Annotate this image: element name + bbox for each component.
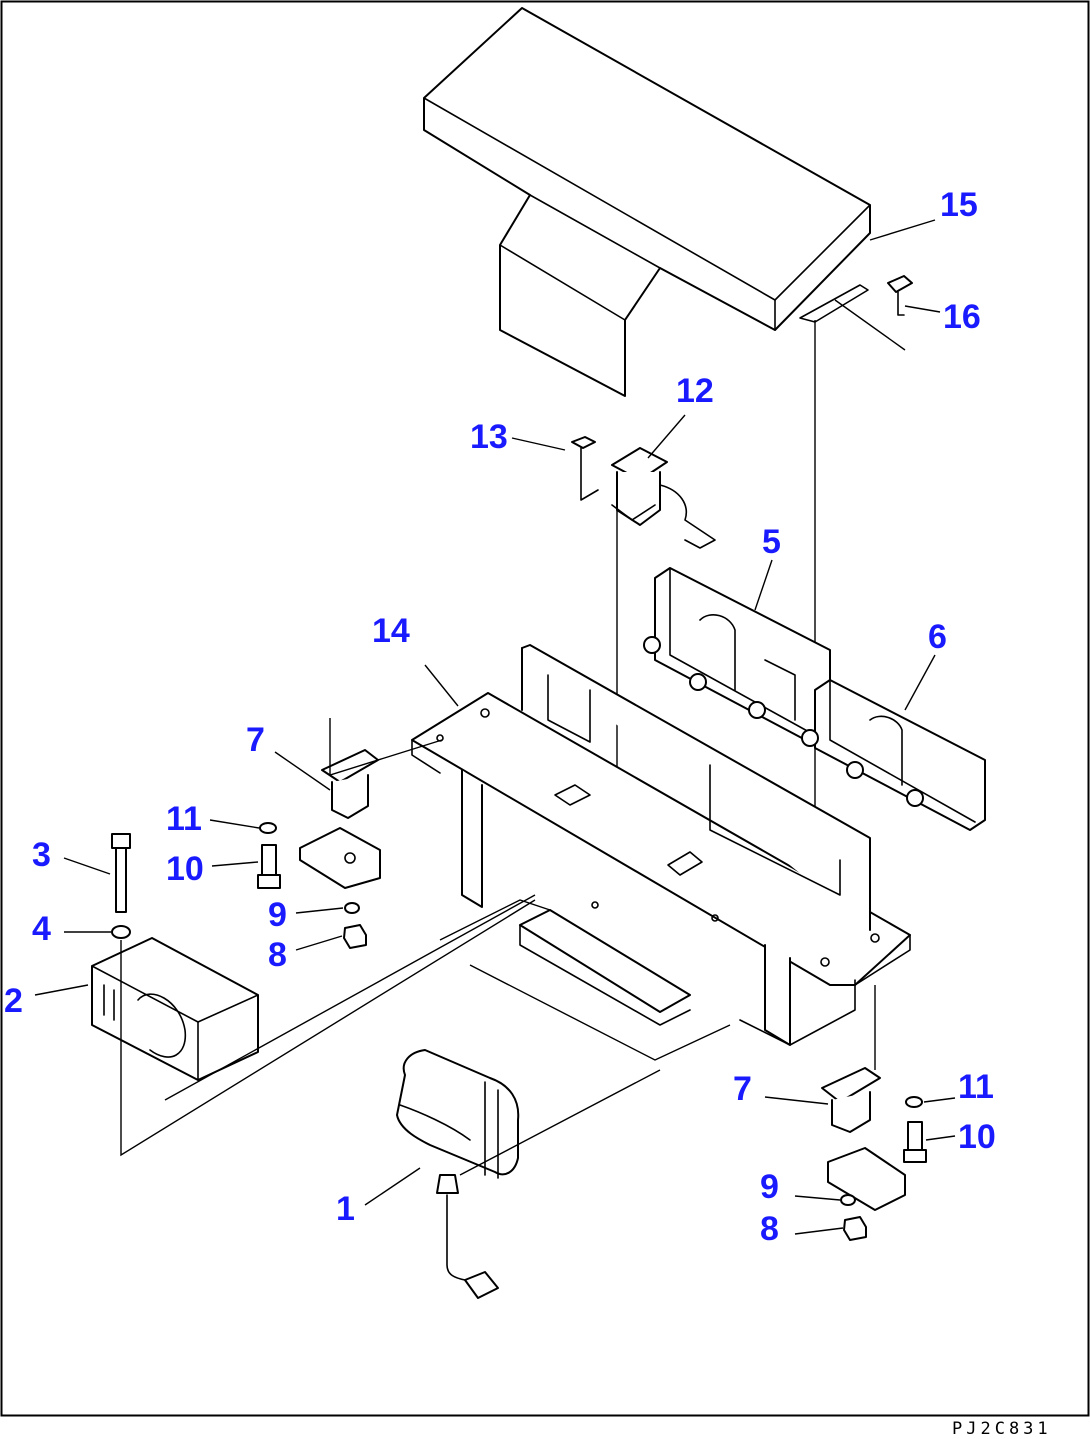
callout-leader-11b xyxy=(923,1097,956,1103)
leader xyxy=(439,899,551,941)
callout-leader-5 xyxy=(754,559,773,611)
callout-4: 4 xyxy=(32,910,51,948)
callout-leader-7b xyxy=(764,1096,829,1105)
callout-8-left: 8 xyxy=(268,936,287,974)
part-7-mount-right[interactable] xyxy=(821,1067,906,1211)
callout-7-left: 7 xyxy=(246,721,265,759)
callout-leader-9a xyxy=(295,907,344,914)
part-15-cover[interactable] xyxy=(423,7,871,397)
callout-1: 1 xyxy=(336,1190,355,1228)
callout-leader-2 xyxy=(34,984,89,996)
leader xyxy=(120,899,536,1157)
callout-leader-14 xyxy=(424,664,459,707)
callout-leader-7a xyxy=(274,751,331,791)
part-5-lamp-assembly[interactable] xyxy=(643,567,831,746)
callout-leader-3 xyxy=(63,857,111,875)
drawing-code: PJ2C831 xyxy=(952,1419,1052,1439)
callout-leader-10a xyxy=(211,861,259,867)
callout-11-left: 11 xyxy=(166,800,202,838)
leader xyxy=(459,1069,661,1176)
part-9-washer-left[interactable] xyxy=(344,902,360,914)
callout-5: 5 xyxy=(762,523,781,561)
part-12-solenoid[interactable] xyxy=(611,447,716,549)
callout-leader-11a xyxy=(209,819,260,829)
callout-10-left: 10 xyxy=(166,850,204,888)
callout-leader-8a xyxy=(295,935,343,951)
callout-leader-16 xyxy=(904,305,941,313)
callout-12: 12 xyxy=(676,372,714,410)
callout-16: 16 xyxy=(943,298,981,336)
callout-8-right: 8 xyxy=(760,1210,779,1248)
part-11-washer-right[interactable] xyxy=(905,1096,923,1108)
callout-9-left: 9 xyxy=(268,896,287,934)
part-16-bolt[interactable] xyxy=(887,275,913,316)
part-6-lamp-assembly[interactable] xyxy=(801,679,986,831)
callout-10-right: 10 xyxy=(958,1118,996,1156)
callout-leader-13 xyxy=(511,437,566,451)
callout-leader-9b xyxy=(794,1195,841,1201)
callout-15: 15 xyxy=(940,186,978,224)
callout-9-right: 9 xyxy=(760,1168,779,1206)
part-8-nut-left[interactable] xyxy=(343,924,367,949)
part-10-bolt-right[interactable] xyxy=(903,1121,927,1163)
part-14-bracket[interactable] xyxy=(411,644,911,1046)
callout-3: 3 xyxy=(32,836,51,874)
part-9-washer-right[interactable] xyxy=(840,1194,856,1206)
part-7-mount-left[interactable] xyxy=(299,749,381,889)
part-4-washer[interactable] xyxy=(111,925,131,939)
part-10-bolt-left[interactable] xyxy=(257,844,281,889)
callout-13: 13 xyxy=(470,418,508,456)
mount-tab xyxy=(799,284,869,323)
callout-leader-1 xyxy=(364,1167,421,1206)
callout-6: 6 xyxy=(928,618,947,656)
leader xyxy=(834,299,906,351)
leader xyxy=(164,894,536,1101)
leader xyxy=(329,718,443,776)
part-8-nut-right[interactable] xyxy=(843,1216,867,1241)
callout-11-right: 11 xyxy=(958,1068,994,1106)
callout-14: 14 xyxy=(372,612,410,650)
part-11-washer-left[interactable] xyxy=(259,822,277,834)
callout-leader-6 xyxy=(904,654,936,711)
callout-2: 2 xyxy=(4,982,23,1020)
callout-leader-12 xyxy=(647,414,686,459)
callout-leader-8b xyxy=(794,1227,844,1235)
part-3-bolt[interactable] xyxy=(111,833,131,913)
callout-leader-15 xyxy=(869,219,936,241)
part-2-lamp-bracket[interactable] xyxy=(91,937,259,1081)
leader xyxy=(469,964,731,1061)
part-1-work-lamp[interactable] xyxy=(396,1049,520,1299)
part-13-bolt[interactable] xyxy=(571,436,599,501)
callout-7-right: 7 xyxy=(733,1070,752,1108)
callout-leader-10b xyxy=(925,1135,956,1141)
